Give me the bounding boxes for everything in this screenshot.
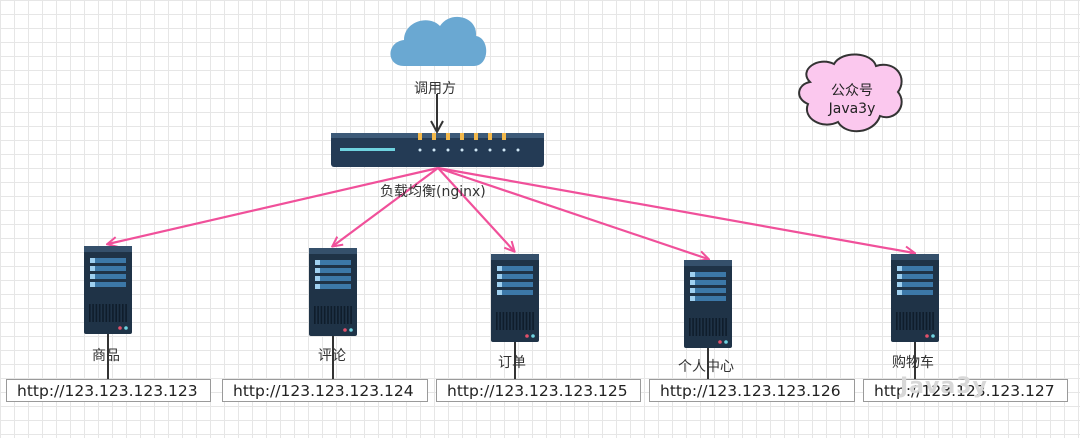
url-box-4: http://123.123.123.126 xyxy=(649,379,855,402)
service-label-5: 购物车 xyxy=(892,355,934,371)
servers-group xyxy=(84,246,939,348)
caller-label: 调用方 xyxy=(414,81,456,97)
server-icon xyxy=(491,254,539,342)
callout-line-2: Java3y xyxy=(828,101,876,117)
arrow-to-server-2 xyxy=(333,167,439,246)
arrow-to-server-1 xyxy=(108,166,439,244)
url-box-3: http://123.123.123.125 xyxy=(436,379,641,402)
service-label-2: 评论 xyxy=(318,348,346,364)
lb-to-server-arrows xyxy=(108,166,914,259)
url-box-5: http://123.123.123.127 xyxy=(863,379,1068,402)
server-icon xyxy=(684,260,732,348)
url-box-2: http://123.123.123.124 xyxy=(222,379,428,402)
callout-text: 公众号 Java3y xyxy=(802,82,902,118)
server-icon xyxy=(891,254,939,342)
callout-line-1: 公众号 xyxy=(831,83,873,99)
load-balancer-label: 负载均衡(nginx) xyxy=(380,184,486,200)
arrow-to-server-5 xyxy=(437,166,914,253)
arrow-to-server-3 xyxy=(437,167,514,251)
service-label-3: 订单 xyxy=(498,355,526,371)
server-icon xyxy=(309,248,357,336)
watermark-text: Java3y xyxy=(900,374,988,399)
url-box-1: http://123.123.123.123 xyxy=(6,379,211,402)
cloud-icon xyxy=(390,16,487,67)
server-icon xyxy=(84,246,132,334)
network-switch-icon xyxy=(331,133,544,167)
service-label-4: 个人中心 xyxy=(678,359,734,375)
callout-bubble xyxy=(798,53,903,132)
service-label-1: 商品 xyxy=(92,348,120,364)
arrow-to-server-4 xyxy=(437,166,708,259)
